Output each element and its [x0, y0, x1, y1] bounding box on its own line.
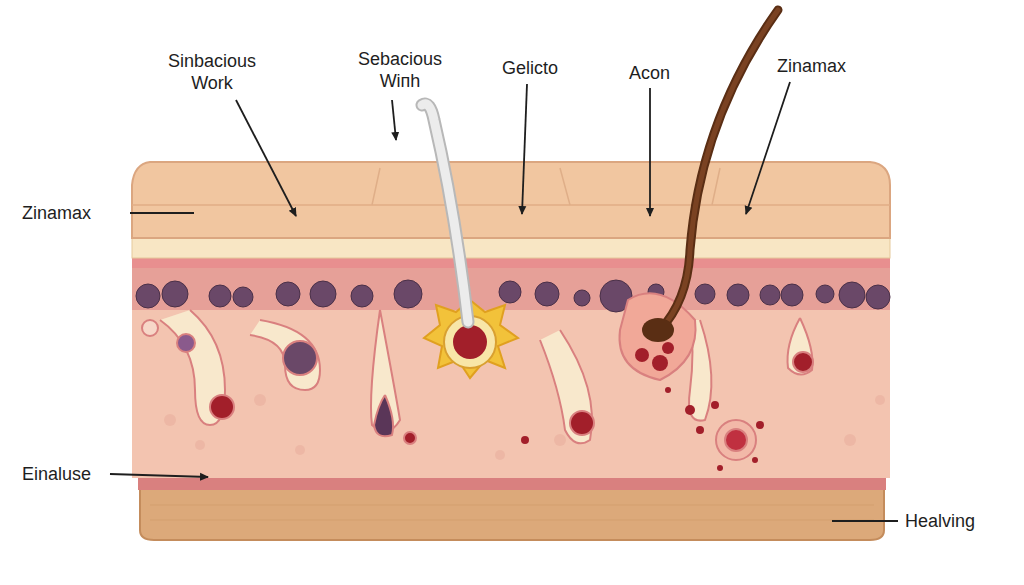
part-label: Acon — [629, 62, 670, 84]
part-label: Einaluse — [22, 463, 91, 485]
part-label: Healving — [905, 510, 975, 532]
part-label: Zinamax — [22, 202, 91, 224]
part-label: Gelicto — [502, 57, 558, 79]
part-label: Sebacious Wiпh — [345, 48, 455, 92]
part-label: Sinbacious Work — [147, 50, 277, 94]
part-label: Zinamax — [777, 55, 846, 77]
